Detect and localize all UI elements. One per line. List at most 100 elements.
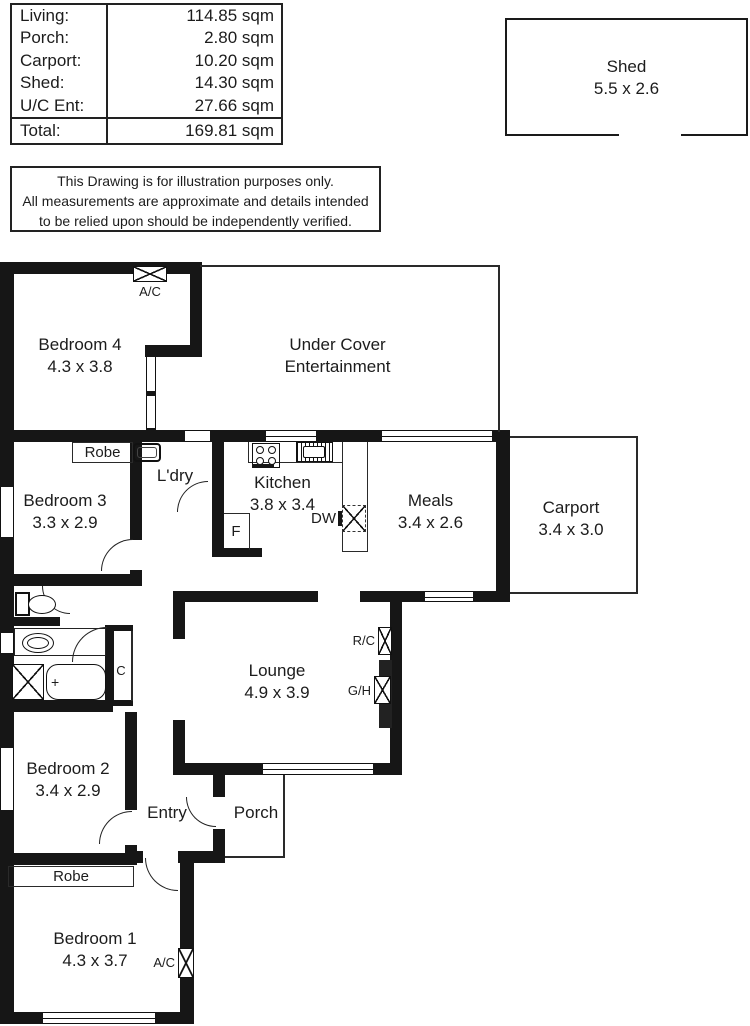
window <box>266 430 316 442</box>
window <box>185 430 210 442</box>
wall-segment <box>180 858 194 1024</box>
wall-segment <box>133 851 143 863</box>
ac-label: A/C <box>153 955 175 970</box>
cooktop-burner <box>256 446 264 454</box>
porch-outline <box>225 775 285 858</box>
disclaimer-line: to be relied upon should be independentl… <box>39 213 352 229</box>
room-dims: 5.5 x 2.6 <box>593 79 660 98</box>
row-label: U/C Ent: <box>12 94 108 118</box>
kitchen-bench-outline <box>248 442 342 463</box>
row-label: Living: <box>12 5 108 28</box>
row-value: 27.66 sqm <box>194 95 274 115</box>
wall-segment <box>130 442 142 540</box>
room-label-bedroom2: Bedroom 2 3.4 x 2.9 <box>12 758 124 802</box>
dishwasher-label: DW <box>311 510 336 527</box>
fridge-label: F <box>231 523 241 540</box>
row-label: Shed: <box>12 72 108 95</box>
room-name: Kitchen <box>254 473 311 492</box>
vanity-counter <box>14 628 106 656</box>
ac-label: A/C <box>139 284 161 299</box>
room-dims: 3.4 x 3.0 <box>538 520 604 539</box>
area-summary-table: Living:114.85 sqm Porch:2.80 sqm Carport… <box>10 3 283 146</box>
air-conditioner-icon <box>133 266 167 282</box>
shower-icon <box>12 664 44 700</box>
under-cover-entertainment-outline <box>200 265 500 432</box>
row-value: 10.20 sqm <box>194 50 274 70</box>
wall-segment <box>496 430 510 602</box>
disclaimer-line: This Drawing is for illustration purpose… <box>57 173 334 189</box>
gas-heater-label: G/H <box>347 683 371 698</box>
cooktop-edge <box>252 464 274 468</box>
door-arc <box>101 539 133 571</box>
wall-segment <box>0 700 113 712</box>
room-label-entry: Entry <box>147 803 187 822</box>
room-label-porch: Porch <box>233 803 279 822</box>
room-label-meals: Meals 3.4 x 2.6 <box>378 490 483 534</box>
wall-segment <box>105 625 114 706</box>
total-value: 169.81 sqm <box>185 121 274 141</box>
wall-segment <box>0 853 137 865</box>
gas-heater-icon <box>374 676 391 704</box>
room-name: Carport <box>542 498 600 517</box>
disclaimer-box: This Drawing is for illustration purpose… <box>10 166 381 232</box>
laundry-trough <box>133 443 161 462</box>
room-name: Entertainment <box>284 357 391 376</box>
wall-segment <box>146 424 156 434</box>
room-name: Under Cover <box>289 335 386 354</box>
wall-segment <box>173 763 263 775</box>
wall-segment <box>212 548 262 557</box>
room-dims: 4.9 x 3.9 <box>244 683 310 702</box>
kitchen-bench-outline <box>342 442 368 552</box>
window <box>0 633 14 653</box>
table-total-row: Total:169.81 sqm <box>12 117 281 144</box>
dishwasher-door-tick <box>338 511 342 526</box>
room-name: Bedroom 2 <box>26 759 110 778</box>
room-label-kitchen: Kitchen 3.8 x 3.4 <box>230 472 335 516</box>
robe-label: Robe <box>53 868 89 885</box>
cooktop-burner <box>268 446 276 454</box>
room-label-lounge: Lounge 4.9 x 3.9 <box>217 660 337 704</box>
room-name: Meals <box>407 491 454 510</box>
shed-outline: Shed 5.5 x 2.6 <box>505 18 748 138</box>
row-value: 114.85 sqm <box>186 6 274 25</box>
window <box>382 430 492 442</box>
wall-segment <box>0 617 60 626</box>
row-label: Porch: <box>12 27 108 50</box>
robe-label: Robe <box>84 444 121 461</box>
fridge-nook-outline <box>224 513 250 550</box>
window <box>425 591 473 602</box>
wall-segment <box>173 720 185 765</box>
wall-segment <box>145 345 202 357</box>
reverse-cycle-label: R/C <box>352 633 375 648</box>
wall-segment <box>212 442 224 550</box>
room-name: Shed <box>606 57 647 76</box>
wall-segment <box>213 829 225 862</box>
room-name: Bedroom 4 <box>38 335 122 354</box>
room-dims: 4.3 x 3.8 <box>47 357 113 376</box>
wall-segment <box>390 591 402 775</box>
robe-outline <box>8 866 134 887</box>
room-label-bedroom1: Bedroom 1 4.3 x 3.7 <box>35 928 155 972</box>
room-label-bedroom4: Bedroom 4 4.3 x 3.8 <box>20 334 140 378</box>
row-value: 2.80 sqm <box>204 28 274 48</box>
room-name: Lounge <box>248 661 306 680</box>
room-dims: 3.8 x 3.4 <box>249 495 316 514</box>
door-arc <box>145 858 178 891</box>
toilet-bowl <box>28 595 56 614</box>
table-row: Living: 114.85 sqm <box>12 5 281 28</box>
room-dims: 3.4 x 2.6 <box>397 513 464 532</box>
shed-door-opening <box>619 133 681 138</box>
window <box>43 1012 155 1024</box>
wall-segment <box>125 712 137 810</box>
door-arc <box>99 811 132 844</box>
room-label-bedroom3: Bedroom 3 3.3 x 2.9 <box>10 490 120 534</box>
robe-outline <box>72 442 133 463</box>
row-value: 14.30 sqm <box>194 73 274 93</box>
cupboard-outline <box>131 631 133 701</box>
window <box>263 763 373 775</box>
basin-inner <box>27 637 49 649</box>
room-name: Bedroom 1 <box>53 929 137 948</box>
wall-segment <box>0 574 133 586</box>
window-frame-tick <box>146 391 156 396</box>
